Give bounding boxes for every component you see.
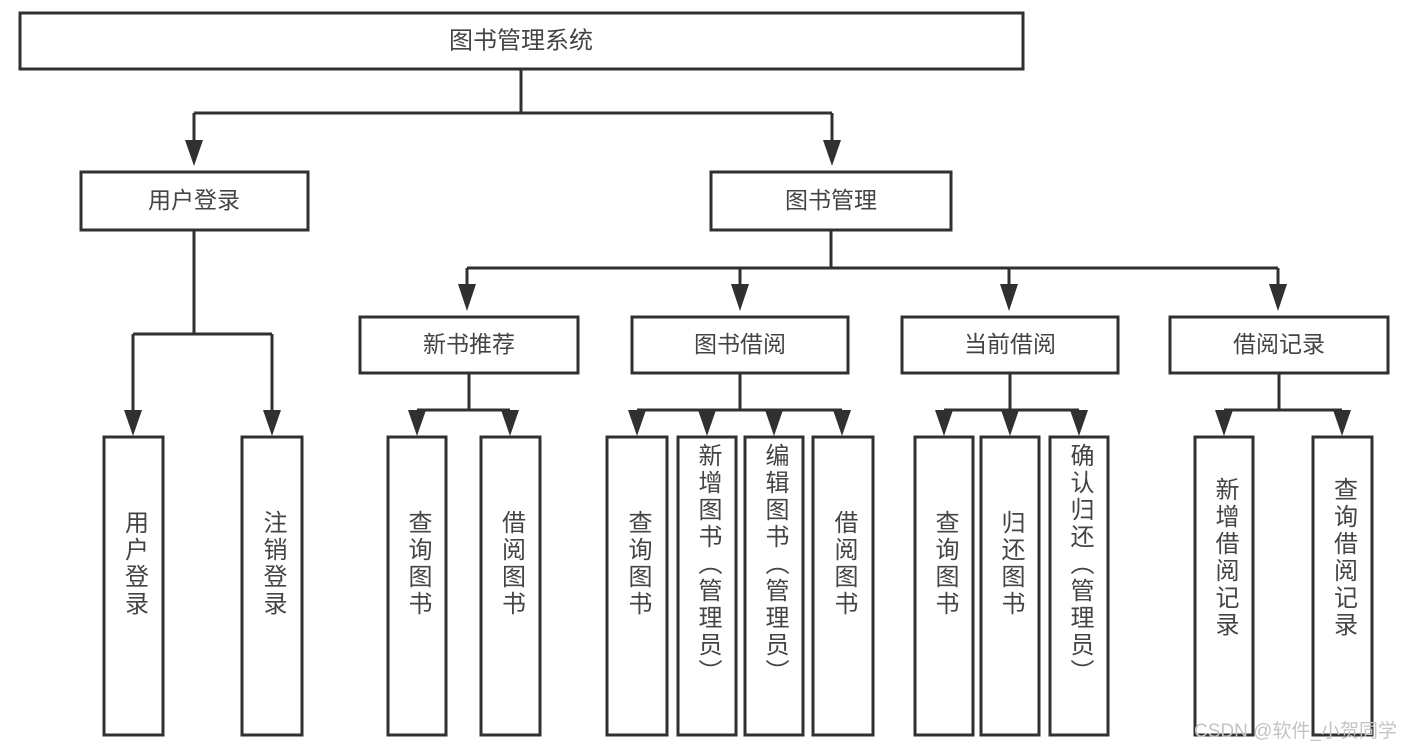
leaf-box-return-book[interactable] — [979, 435, 1041, 737]
edges-new-book-to-leaves — [408, 373, 519, 436]
leaf-box-query-book-nb[interactable] — [386, 435, 448, 737]
node-book-management[interactable]: 图书管理 — [709, 170, 953, 232]
leaf-box-query-book-cb[interactable] — [913, 435, 975, 737]
edges-root-to-level2 — [185, 69, 841, 166]
node-user-login-box[interactable] — [79, 170, 310, 232]
edges-book-borrow-to-leaves — [628, 373, 851, 436]
node-user-login-label: 用户登录 — [148, 187, 240, 213]
leaf-box-borrow-book-nb[interactable] — [479, 435, 542, 737]
leaf-box-edit-book-admin[interactable] — [743, 435, 805, 737]
node-root-label: 图书管理系统 — [449, 27, 593, 54]
leaf-box-borrow-book-bb[interactable] — [811, 435, 875, 737]
node-current-borrow-box[interactable] — [900, 315, 1120, 375]
node-user-login[interactable]: 用户登录 — [79, 170, 310, 232]
node-root[interactable]: 图书管理系统 — [18, 11, 1025, 71]
node-current-borrow-label: 当前借阅 — [964, 331, 1056, 357]
node-book-borrow-label: 图书借阅 — [694, 331, 786, 357]
node-book-management-label: 图书管理 — [785, 187, 877, 213]
leaf-box-query-book-bb[interactable] — [605, 435, 669, 737]
node-book-borrow[interactable]: 图书借阅 — [630, 315, 850, 375]
node-root-box[interactable] — [18, 11, 1025, 71]
leaf-box-add-borrow-record[interactable] — [1193, 435, 1255, 737]
node-borrow-record-label: 借阅记录 — [1233, 331, 1325, 357]
leaf-box-query-borrow-record[interactable] — [1311, 435, 1374, 737]
leaf-box-add-book-admin[interactable] — [676, 435, 738, 737]
node-borrow-record[interactable]: 借阅记录 — [1168, 315, 1390, 375]
node-new-book-recommend-box[interactable] — [358, 315, 580, 375]
leaf-box-confirm-return-admin[interactable] — [1048, 435, 1110, 737]
leaf-box-user-login[interactable] — [102, 435, 165, 737]
node-current-borrow[interactable]: 当前借阅 — [900, 315, 1120, 375]
edges-book-management-to-level3 — [458, 230, 1287, 311]
edges-current-borrow-to-leaves — [935, 373, 1088, 436]
leaf-box-logout[interactable] — [240, 435, 304, 737]
node-new-book-recommend[interactable]: 新书推荐 — [358, 315, 580, 375]
edges-user-login-to-leaves — [124, 230, 281, 436]
edges-borrow-record-to-leaves — [1215, 373, 1351, 436]
node-new-book-recommend-label: 新书推荐 — [423, 331, 515, 357]
